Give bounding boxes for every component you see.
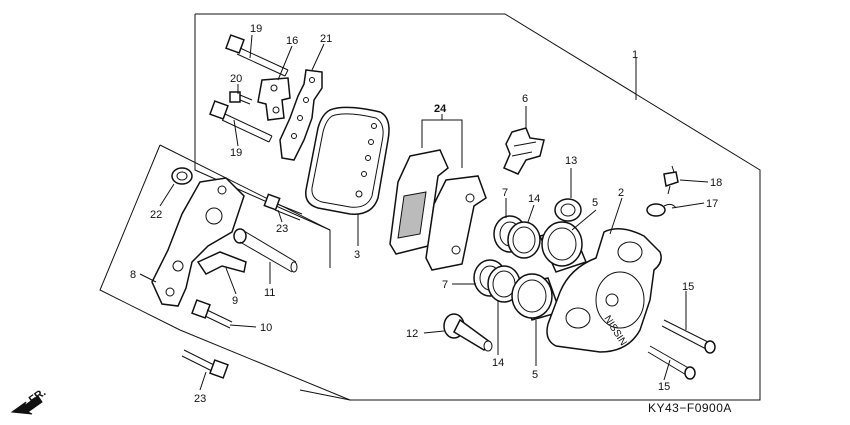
pin-15-lower (647, 345, 696, 380)
label-5-lower: 5 (532, 369, 538, 381)
bolt-19-upper (225, 34, 289, 77)
assembly-outline-bracket-left (99, 144, 181, 331)
seal-14-upper (507, 221, 541, 259)
pad-retainer-9 (196, 251, 247, 275)
label-7-upper: 7 (502, 187, 508, 199)
label-10: 10 (260, 322, 272, 334)
caliper-body-2: NISSIN (546, 228, 662, 353)
shim-21 (279, 69, 323, 161)
label-13: 13 (565, 155, 577, 167)
bolt-23-lower (181, 349, 229, 379)
label-8: 8 (130, 269, 136, 281)
label-3: 3 (354, 249, 360, 261)
label-18: 18 (710, 177, 722, 189)
assembly-outline-bracket (159, 144, 331, 268)
pin-10 (191, 299, 233, 329)
brake-pad-24-front (425, 175, 487, 271)
part-labels: 1 2 3 5 5 6 7 7 8 9 10 11 12 13 14 14 15… (130, 23, 722, 405)
label-7-lower: 7 (442, 279, 448, 291)
label-19-upper: 19 (250, 23, 262, 35)
label-9: 9 (232, 295, 238, 307)
label-23-lower: 23 (194, 393, 206, 405)
bolt-19-lower (209, 100, 273, 143)
pin-15-upper (661, 319, 716, 354)
caliper-bracket-8 (151, 177, 245, 307)
label-11: 11 (264, 287, 275, 299)
label-23-upper: 23 (276, 223, 288, 235)
bleeder-cap-17 (646, 203, 677, 217)
boot-22 (171, 167, 193, 185)
leader-lines (139, 34, 709, 391)
figure-code: KY43−F0900A (648, 401, 732, 415)
label-19-lower: 19 (230, 147, 242, 159)
label-14-upper: 14 (528, 193, 540, 205)
label-12: 12 (406, 328, 418, 340)
label-2: 2 (618, 187, 624, 199)
label-17: 17 (706, 198, 718, 210)
pin-bolt-12 (443, 313, 493, 352)
label-1: 1 (632, 49, 638, 61)
bleeder-valve-18 (663, 165, 679, 195)
pad-spring-6 (503, 127, 545, 175)
shim-plate-3 (305, 106, 390, 215)
assembly-outline-bottom (179, 329, 351, 401)
bolt-23-upper (263, 193, 303, 221)
brake-pad-24-rear (389, 149, 449, 255)
label-16: 16 (286, 35, 298, 47)
label-5-upper: 5 (592, 197, 598, 209)
label-15-lower: 15 (658, 381, 670, 393)
label-24: 24 (434, 103, 447, 115)
label-22: 22 (150, 209, 162, 221)
front-direction-arrow: FR. (10, 386, 48, 415)
pad-spring-plate-16 (257, 77, 291, 121)
label-15-upper: 15 (682, 281, 694, 293)
label-21: 21 (320, 33, 332, 45)
pin-11 (233, 228, 298, 273)
label-20: 20 (230, 73, 242, 85)
assembly-outline-main (195, 13, 761, 401)
piston-5-lower (511, 273, 561, 321)
piston-5-upper (538, 221, 587, 273)
bolt-20 (229, 91, 253, 105)
label-6: 6 (522, 93, 528, 105)
dust-boot-13 (554, 198, 582, 222)
assembly-outline-upper (194, 14, 331, 231)
label-14-lower: 14 (492, 357, 504, 369)
